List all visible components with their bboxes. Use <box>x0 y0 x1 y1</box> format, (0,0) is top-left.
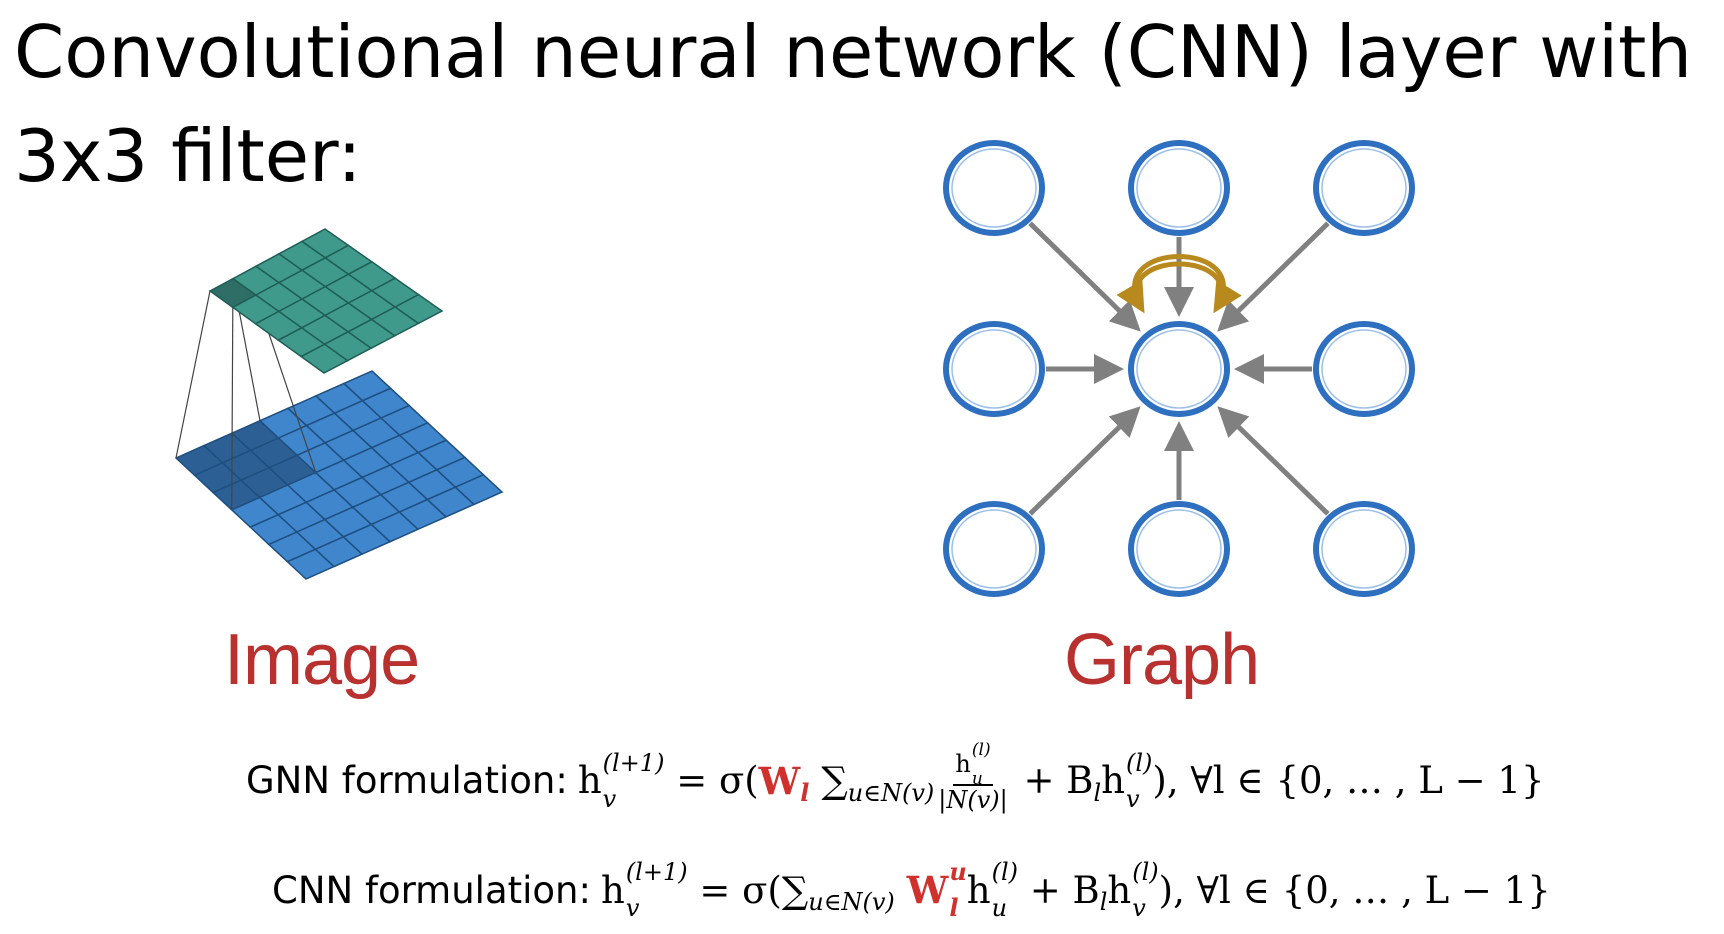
fraction: h (l) u |N(v)| <box>938 742 1008 814</box>
superscript: (l+1) <box>602 748 665 777</box>
formula-tail: ), ∀l ∈ {0, … , L − 1} <box>1158 868 1551 912</box>
equals-sigma: = σ( <box>687 868 782 912</box>
graph-node-center <box>1128 321 1230 417</box>
h-symbol: h <box>955 750 971 779</box>
graph-node-top-left-inner-ring <box>951 148 1037 228</box>
cnn-grids <box>174 228 504 580</box>
h-symbol: h <box>1101 759 1125 803</box>
graph-node-top-right-inner-ring <box>1321 148 1407 228</box>
cnn-formula-math: h (l+1) v = σ( ∑u∈N(v) W u l h (l) u + B… <box>600 860 1551 921</box>
edge-top-right-to-center <box>1217 221 1330 332</box>
weight-scripts: u l <box>949 860 966 920</box>
output-grid-cell <box>393 293 444 325</box>
h-symbol: h <box>577 759 602 803</box>
superscript: (l) <box>991 858 1019 886</box>
weight-W: W <box>906 868 949 912</box>
cnn-formula-label: CNN formulation: <box>272 868 591 912</box>
h-symbol: h <box>1107 868 1132 912</box>
weight-superscript: u <box>949 857 967 886</box>
subscript: v <box>602 784 617 813</box>
image-caption: Image <box>224 620 420 700</box>
graph-node-top-right <box>1313 140 1415 236</box>
self-loop-edge <box>1116 261 1224 314</box>
h-symbol: h <box>600 868 625 912</box>
h-scripts: (l) v <box>1126 751 1152 811</box>
h-scripts: (l) v <box>1132 860 1158 920</box>
graph-node-bottom-left <box>943 501 1045 597</box>
plus-B: + B <box>1011 759 1094 803</box>
h-scripts: (l+1) v <box>626 860 688 920</box>
gnn-formula-label: GNN formulation: <box>246 759 568 803</box>
formula-tail: ), ∀l ∈ {0, … , L − 1} <box>1152 759 1545 803</box>
graph-caption: Graph <box>1064 620 1260 700</box>
subscript: u <box>971 769 983 789</box>
projection-line <box>231 307 234 510</box>
graph-node-top-center <box>1128 140 1230 236</box>
sum-symbol: ∑ <box>781 868 809 912</box>
input-grid-cell <box>454 473 504 506</box>
graph-node-top-left <box>943 140 1045 236</box>
projection-line <box>175 290 211 459</box>
equals-sigma: = σ( <box>664 759 759 803</box>
cnn-formula: CNN formulation: h (l+1) v = σ( ∑u∈N(v) … <box>272 860 1551 921</box>
graph-node-bottom-right <box>1313 501 1415 597</box>
graph-diagram <box>943 140 1415 597</box>
superscript: (l) <box>1132 858 1159 886</box>
h-scripts: (l) u <box>972 742 991 788</box>
B-subscript: l <box>1093 778 1102 807</box>
sum-subscript: u∈N(v) <box>808 888 895 916</box>
superscript: (l) <box>1126 748 1153 777</box>
fraction-denominator: |N(v)| <box>938 786 1008 814</box>
h-symbol: h <box>966 868 991 912</box>
superscript: (l) <box>971 740 991 760</box>
sum-symbol: ∑ <box>821 759 848 803</box>
page-title: Convolutional neural network (CNN) layer… <box>14 10 1692 198</box>
edge-bottom-right-to-center <box>1217 406 1330 516</box>
graph-node-center-inner-ring <box>1136 329 1222 409</box>
edge-top-left-to-center <box>1028 221 1141 332</box>
subscript: v <box>1132 894 1146 922</box>
subscript: u <box>991 894 1008 922</box>
graph-node-bottom-left-inner-ring <box>951 509 1037 589</box>
plus-B: + B <box>1018 868 1100 912</box>
graph-node-middle-left <box>943 321 1045 417</box>
B-subscript: l <box>1099 888 1108 916</box>
weight-W: W <box>758 758 801 803</box>
graph-node-top-center-inner-ring <box>1136 148 1222 228</box>
h-scripts: (l+1) v <box>603 751 665 811</box>
subscript: v <box>1126 784 1140 813</box>
subscript: v <box>625 894 640 922</box>
graph-node-middle-right-inner-ring <box>1321 329 1407 409</box>
graph-node-middle-right <box>1313 321 1415 417</box>
graph-node-bottom-center-inner-ring <box>1136 509 1222 589</box>
h-scripts: (l) u <box>992 860 1018 920</box>
graph-node-bottom-center <box>1128 501 1230 597</box>
superscript: (l+1) <box>625 858 688 886</box>
fraction-numerator: h (l) u <box>953 742 993 788</box>
sum-subscript: u∈N(v) <box>847 778 935 807</box>
edge-bottom-left-to-center <box>1028 406 1141 516</box>
graph-node-bottom-right-inner-ring <box>1321 509 1407 589</box>
weight-subscript: l <box>949 893 959 922</box>
graph-node-middle-left-inner-ring <box>951 329 1037 409</box>
weight-subscript: l <box>800 778 810 808</box>
